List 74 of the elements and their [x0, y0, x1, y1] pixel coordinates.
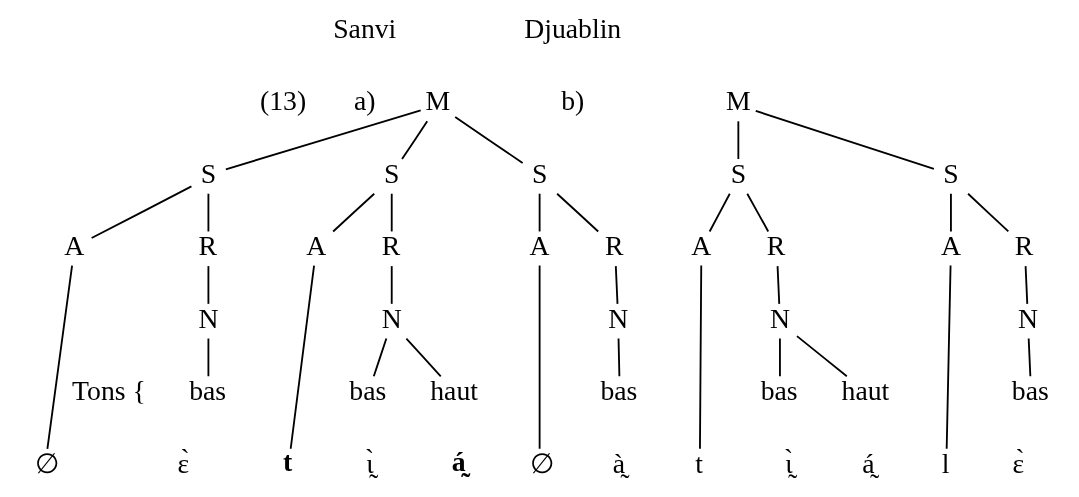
node-text: bas — [1011, 375, 1049, 407]
connector — [745, 192, 769, 233]
node-text: N — [381, 302, 402, 334]
node-text: N — [769, 302, 790, 334]
node-text: A — [529, 230, 550, 262]
connector — [778, 337, 781, 378]
connector — [614, 265, 618, 305]
connector — [390, 265, 393, 305]
node-text: l — [941, 447, 949, 479]
connector — [400, 120, 428, 160]
connector — [949, 192, 952, 233]
node-text: ∅ — [529, 447, 554, 479]
node-text: bas — [188, 375, 226, 407]
node-text: A — [940, 230, 961, 262]
label: Djuablin — [523, 13, 621, 45]
connector — [1027, 337, 1031, 378]
connector — [224, 109, 422, 171]
node-text: bas — [599, 375, 637, 407]
connector — [555, 192, 599, 233]
connector — [538, 264, 541, 450]
connector — [776, 265, 780, 305]
label: ɛ̀ — [1012, 447, 1024, 479]
connector — [331, 192, 375, 233]
connector — [538, 192, 541, 233]
label: Sanvi — [332, 13, 396, 45]
node-text: A — [305, 230, 326, 262]
connector — [736, 120, 739, 160]
connector — [45, 264, 73, 450]
connector — [698, 264, 702, 450]
node-text: A — [690, 230, 711, 262]
connector — [453, 116, 524, 164]
connector — [206, 337, 209, 378]
node-text: S — [200, 157, 216, 189]
connector — [206, 265, 209, 305]
node-text: t — [282, 445, 292, 477]
connector — [795, 335, 848, 378]
node-text: t — [694, 447, 703, 479]
node-text: S — [730, 157, 746, 189]
label: Tons { — [71, 375, 146, 407]
label: ɛ̀ — [177, 447, 189, 479]
node-text: R — [197, 230, 217, 262]
node-text: haut — [429, 375, 478, 407]
node-text: A — [63, 230, 84, 262]
connector — [945, 264, 951, 450]
node-text: bas — [348, 375, 386, 407]
node-text: N — [1017, 302, 1038, 334]
node-text: S — [383, 157, 399, 189]
node-text: N — [607, 302, 628, 334]
node-text: R — [766, 230, 785, 262]
connector — [708, 192, 731, 233]
connector — [372, 337, 387, 378]
connector — [390, 192, 393, 233]
node-text: M — [725, 85, 751, 117]
connector — [90, 185, 192, 239]
node-text: R — [1014, 230, 1033, 262]
node-text: N — [197, 302, 218, 334]
label: (13) — [259, 85, 306, 117]
connector — [289, 264, 315, 450]
connector — [754, 109, 935, 170]
node-text: S — [531, 157, 547, 189]
node-text: bas — [760, 375, 798, 407]
connector — [617, 337, 620, 378]
connector — [206, 192, 209, 233]
connector — [404, 337, 442, 378]
node-text: M — [425, 85, 450, 117]
node-text: ∅ — [34, 447, 59, 479]
node-text: R — [604, 230, 624, 262]
connector — [1024, 265, 1028, 305]
node-text: S — [942, 157, 959, 189]
label: b) — [560, 85, 584, 117]
connector — [966, 192, 1009, 233]
node-text: R — [381, 230, 400, 262]
node-text: haut — [841, 375, 889, 407]
label: a) — [353, 85, 376, 117]
